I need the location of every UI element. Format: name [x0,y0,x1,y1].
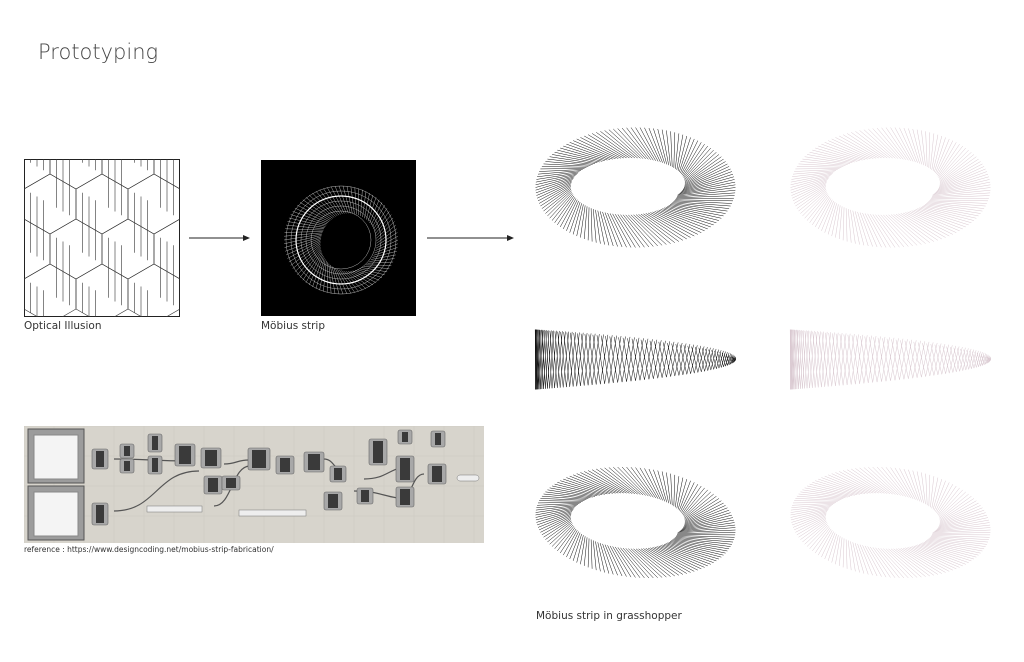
optical-illusion-image [24,159,180,317]
page-title: Prototyping [38,40,159,64]
mobius-wireframe-top-dark [535,127,736,248]
mobius-wireframe-side-dark [534,329,737,390]
mobius-wireframe-perspective-dark [535,466,736,579]
grasshopper-caption: Möbius strip in grasshopper [536,610,682,622]
optical-illusion-caption: Optical Illusion [24,320,102,332]
mobius-strip-caption: Möbius strip [261,320,326,332]
grasshopper-definition-image [24,426,484,543]
mobius-render-top-light [790,127,991,248]
mobius-render-side-light [789,329,992,390]
mobius-strip-image [261,160,416,316]
reference-caption: reference : https://www.designcoding.net… [24,545,274,554]
arrow-right-icon [427,235,514,241]
arrow-right-icon [189,235,250,241]
mobius-render-perspective-light [790,466,991,579]
